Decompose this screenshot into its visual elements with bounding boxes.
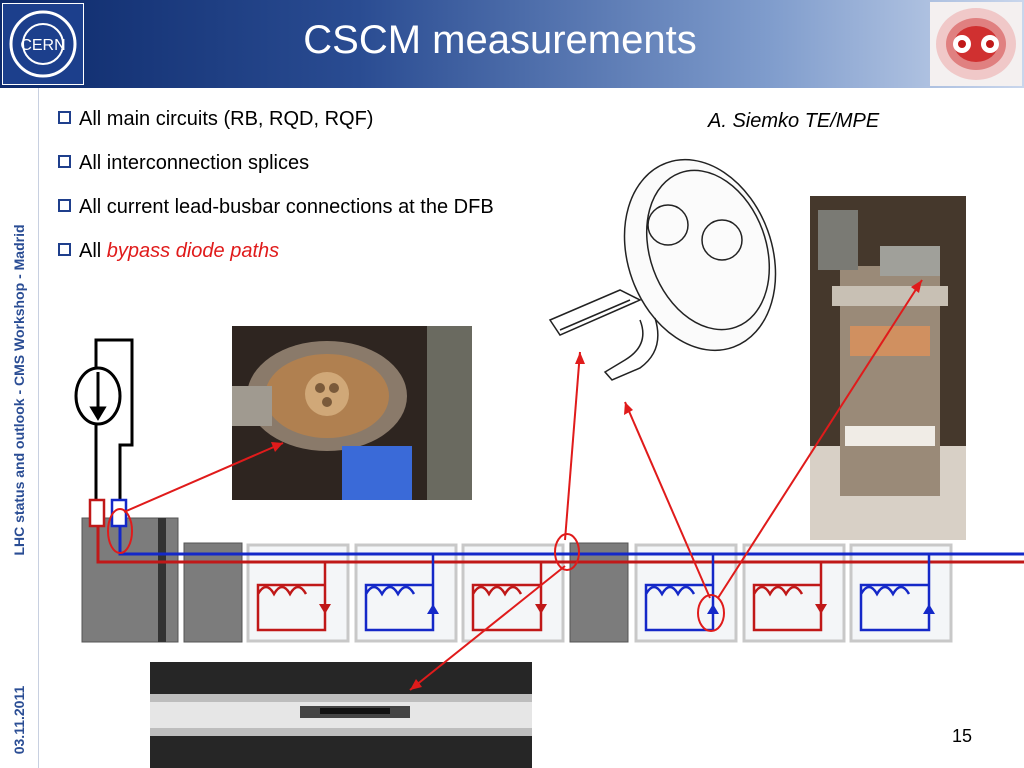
cern-logo-graphic: CERN [9, 10, 77, 78]
lead-red [88, 498, 106, 528]
coil-blue [364, 554, 435, 632]
square-bullet-icon [58, 199, 71, 213]
cern-logo: CERN [2, 3, 84, 85]
diode-icon [923, 604, 935, 614]
page-title: CSCM measurements [303, 18, 697, 62]
diode-icon [427, 604, 439, 614]
cern-logo-text: CERN [20, 37, 65, 54]
bullet-item: All main circuits (RB, RQD, RQF) [58, 108, 494, 152]
sidebar [0, 88, 39, 768]
bullet-highlight: bypass diode paths [106, 240, 280, 262]
diodes [319, 604, 935, 614]
magnet-coils [256, 554, 931, 632]
photo-current-lead [232, 326, 472, 500]
photo-dfb-assembly-graphic [810, 196, 966, 540]
square-bullet-icon [58, 243, 71, 257]
bullet-item: All bypass diode paths [58, 240, 494, 284]
pointer-arrows [123, 279, 923, 691]
photo-dfb-assembly [810, 196, 966, 540]
bullet-text: All main circuits (RB, RQD, RQF) [79, 108, 374, 130]
diode-icon [815, 604, 827, 614]
magnet-block-gray [569, 542, 629, 643]
bullet-prefix: All [79, 240, 107, 262]
photo-xray-splice [150, 662, 532, 768]
square-bullet-icon [58, 155, 71, 169]
bullet-text: All interconnection splices [79, 152, 310, 174]
magnet-block-gray [183, 542, 243, 643]
coil-red [256, 562, 327, 632]
photo-xray-splice-graphic [150, 662, 532, 768]
header-bar [0, 0, 1024, 88]
highlight-circles [107, 508, 725, 632]
bullet-item: All current lead-busbar connections at t… [58, 196, 494, 240]
diode-icon [707, 604, 719, 614]
bullet-item: All interconnection splices [58, 152, 494, 196]
coil-blue [859, 554, 931, 632]
square-bullet-icon [58, 111, 71, 125]
diode-icon [319, 604, 331, 614]
lead-divider [158, 518, 166, 642]
bullet-list: All main circuits (RB, RQD, RQF) All int… [58, 108, 494, 284]
coil-red [471, 562, 543, 632]
lhc-beam-logo-graphic [936, 8, 1016, 80]
page-number: 15 [952, 726, 973, 746]
lhc-logo [930, 2, 1022, 86]
diode-icon [535, 604, 547, 614]
photo-current-lead-graphic [232, 326, 472, 500]
bullet-text: All current lead-busbar connections at t… [79, 196, 494, 218]
dfb-technical-drawing [548, 158, 777, 381]
author: A. Siemko TE/MPE [708, 110, 880, 132]
coil-red [752, 562, 823, 632]
coil-blue [644, 554, 715, 632]
power-supply-symbol [74, 338, 134, 500]
